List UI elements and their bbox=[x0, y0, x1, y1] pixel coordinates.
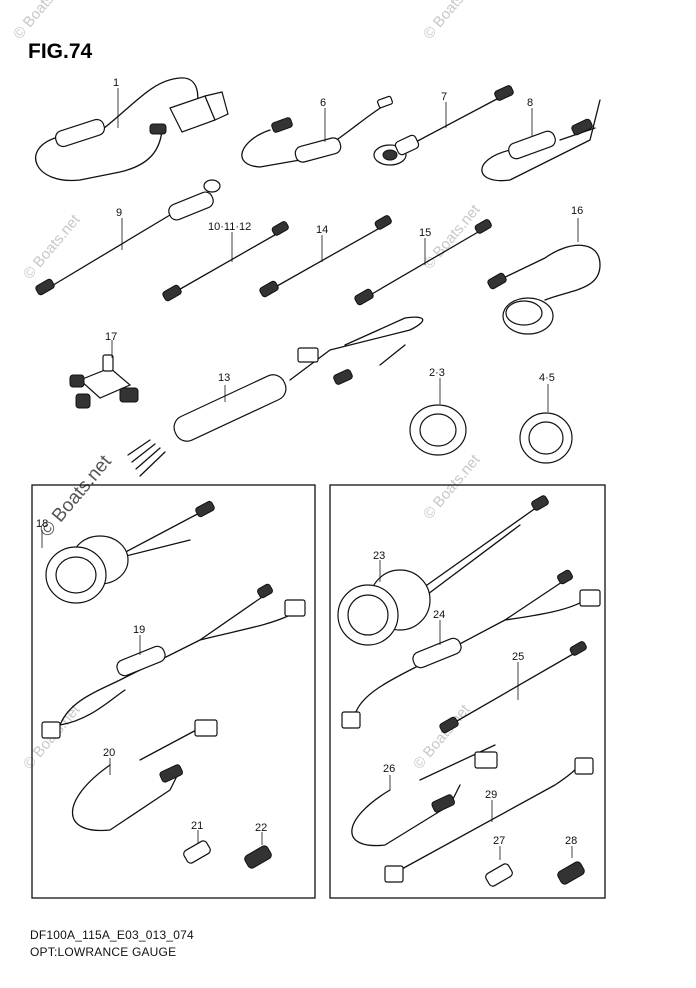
part-16-cable bbox=[487, 218, 601, 335]
part-15-cable bbox=[354, 219, 492, 306]
callout-labels: 1 6 7 8 9 10·11·12 14 15 16 17 13 2·3 4·… bbox=[36, 77, 583, 847]
part-23-gauge bbox=[337, 495, 549, 646]
callout-29: 29 bbox=[485, 789, 497, 801]
diagram-caption: OPT:LOWRANCE GAUGE bbox=[30, 945, 177, 959]
callout-8: 8 bbox=[527, 97, 533, 109]
callout-20: 20 bbox=[103, 747, 115, 759]
part-29-harness bbox=[384, 757, 594, 883]
callout-15: 15 bbox=[419, 227, 431, 239]
part-6-cable bbox=[241, 95, 393, 168]
callout-18: 18 bbox=[36, 518, 48, 530]
callout-26: 26 bbox=[383, 763, 395, 775]
part-27-plug bbox=[485, 846, 513, 887]
watermark-text: © Boats.net bbox=[410, 701, 474, 773]
part-19-harness bbox=[41, 583, 306, 739]
part-7-sensor bbox=[373, 85, 514, 166]
left-kit-frame bbox=[31, 484, 316, 899]
callout-28: 28 bbox=[565, 835, 577, 847]
callout-13: 13 bbox=[218, 372, 230, 384]
callout-22: 22 bbox=[255, 822, 267, 834]
callout-7: 7 bbox=[441, 91, 447, 103]
callout-19: 19 bbox=[133, 624, 145, 636]
part-25-cable bbox=[439, 641, 587, 734]
callout-24: 24 bbox=[433, 609, 445, 621]
part-10-11-12-cable bbox=[162, 221, 289, 302]
figure-title: FIG.74 bbox=[28, 40, 93, 63]
callout-1: 1 bbox=[113, 77, 119, 89]
part-24-harness bbox=[341, 569, 601, 729]
watermark-text: © Boats.net bbox=[420, 0, 484, 43]
callout-17: 17 bbox=[105, 331, 117, 343]
part-22-plug bbox=[244, 832, 272, 869]
diagram-code: DF100A_115A_E03_013_074 bbox=[30, 928, 194, 942]
callout-9: 9 bbox=[116, 207, 122, 219]
callout-10-11-12: 10·11·12 bbox=[208, 221, 251, 233]
part-13-harness bbox=[127, 316, 424, 477]
part-26-harness bbox=[351, 744, 498, 847]
callout-27: 27 bbox=[493, 835, 505, 847]
part-18-gauge bbox=[41, 500, 215, 604]
part-28-plug bbox=[557, 846, 585, 885]
part-14-cable bbox=[259, 215, 392, 298]
callout-2-3: 2·3 bbox=[429, 367, 445, 379]
callout-6: 6 bbox=[320, 97, 326, 109]
part-17-t-connector bbox=[69, 340, 139, 409]
watermark-text: © Boats.net bbox=[10, 0, 74, 43]
callout-16: 16 bbox=[571, 205, 583, 217]
part-4-5-bezel-ring bbox=[519, 384, 573, 464]
callout-23: 23 bbox=[373, 550, 385, 562]
part-21-plug bbox=[183, 830, 211, 864]
watermark-text: © Boats.net bbox=[420, 451, 484, 523]
part-20-harness bbox=[72, 719, 218, 832]
part-2-3-bezel-ring bbox=[409, 378, 467, 456]
part-1-harness bbox=[35, 77, 229, 182]
callout-21: 21 bbox=[191, 820, 203, 832]
callout-4-5: 4·5 bbox=[539, 372, 555, 384]
callout-14: 14 bbox=[316, 224, 328, 236]
callout-25: 25 bbox=[512, 651, 524, 663]
part-9-cable bbox=[35, 179, 221, 296]
right-kit-frame bbox=[329, 484, 606, 899]
part-8-cable bbox=[481, 99, 601, 182]
